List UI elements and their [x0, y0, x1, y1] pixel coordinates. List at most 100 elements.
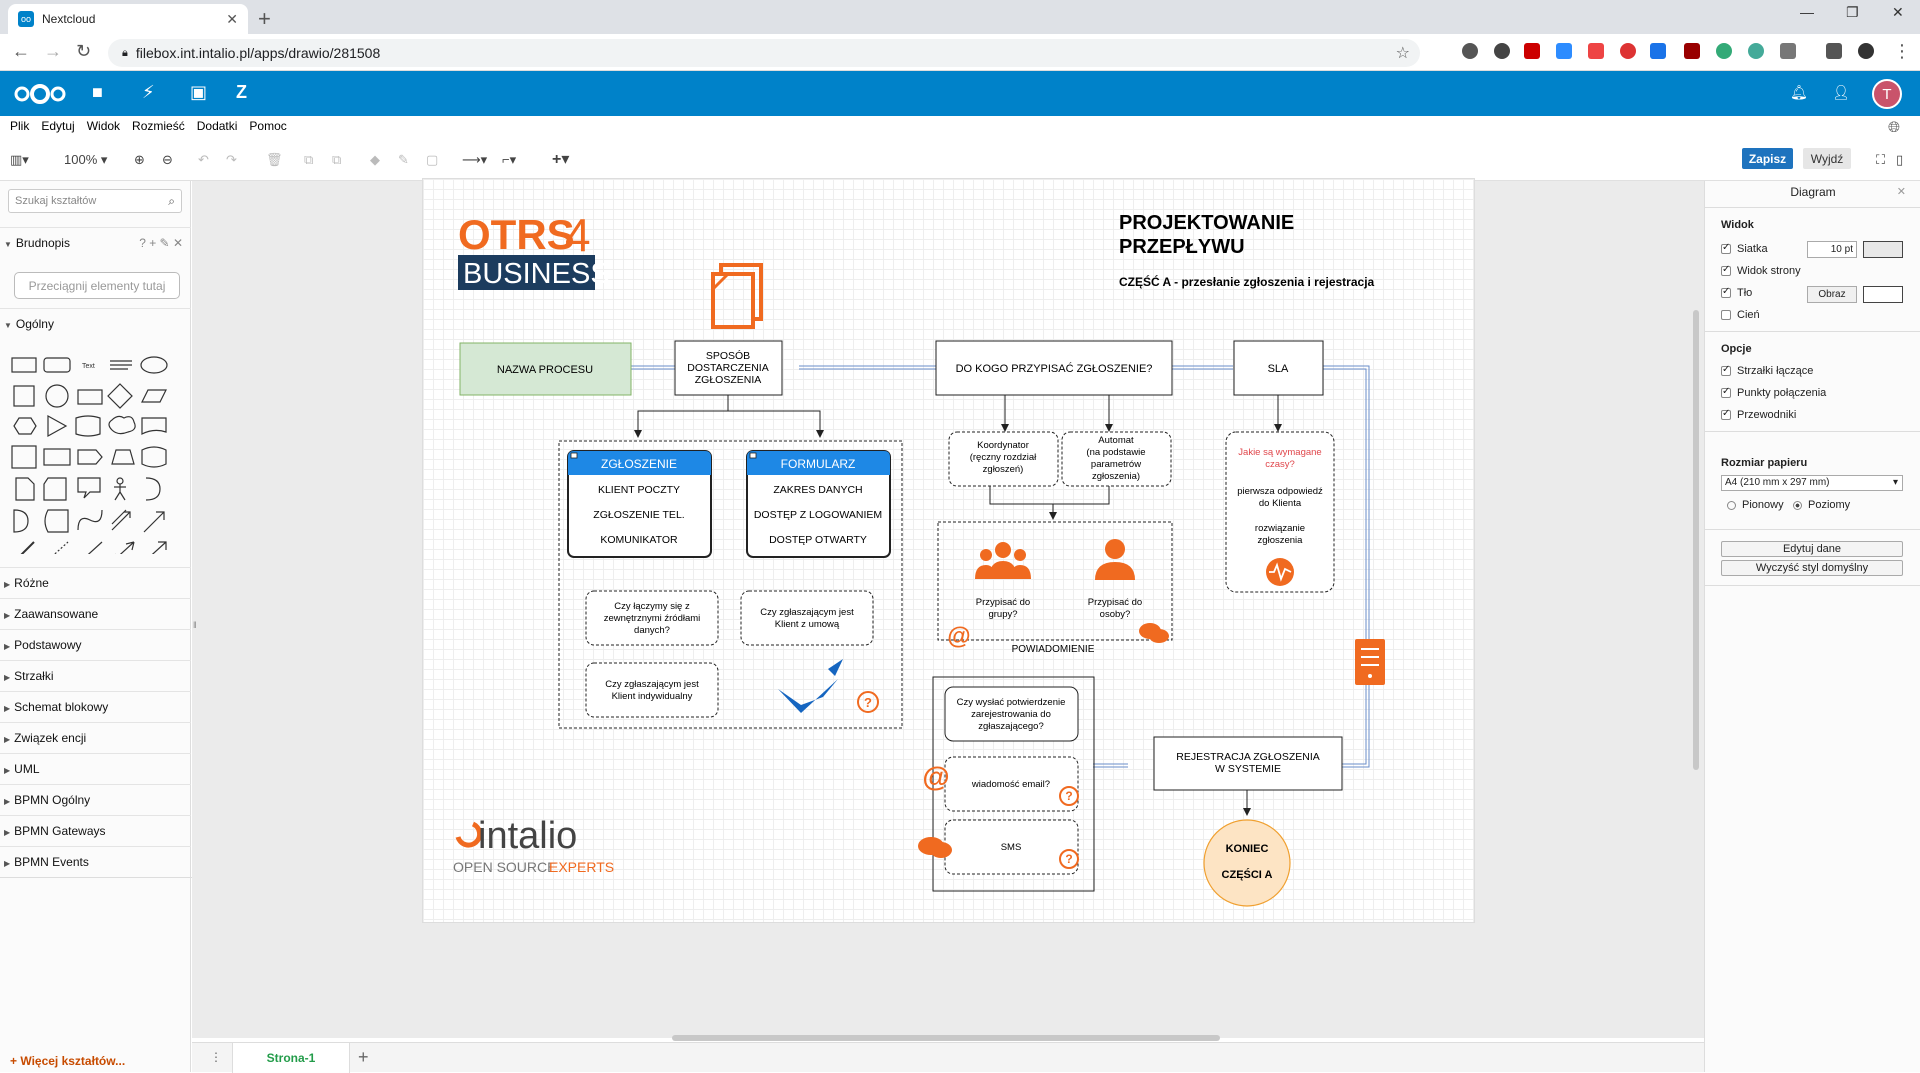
connection-points-option[interactable]: Punkty połączenia	[1721, 386, 1826, 399]
shape-circle[interactable]	[45, 384, 69, 408]
to-front-icon[interactable]: ⧉	[304, 152, 314, 167]
restore-icon[interactable]: ❐	[1846, 4, 1859, 20]
registration-box[interactable]	[1153, 736, 1343, 791]
to-back-icon[interactable]: ⧉	[332, 152, 342, 167]
shape-bidirectional-arrow[interactable]	[112, 541, 135, 554]
section-bpmn-gateways[interactable]: ▶BPMN Gateways	[0, 815, 191, 845]
bookmark-star-icon[interactable]: ☆	[1395, 45, 1410, 62]
more-shapes-button[interactable]: + Więcej kształtów...	[10, 1054, 126, 1068]
end-event-circle[interactable]	[1203, 819, 1291, 907]
shape-parallelogram[interactable]	[141, 389, 167, 403]
shape-or[interactable]	[145, 477, 161, 501]
menu-extras[interactable]: Dodatki	[196, 119, 238, 133]
grid-checkbox[interactable]	[1721, 242, 1731, 254]
page-tab-1[interactable]: Strona-1	[232, 1043, 350, 1073]
sms-option[interactable]	[944, 819, 1079, 875]
page-view-checkbox[interactable]	[1721, 264, 1731, 276]
shape-rounded-rectangle[interactable]	[43, 357, 71, 373]
shape-card[interactable]	[43, 477, 67, 501]
zoom-out-icon[interactable]: ⊖	[162, 152, 173, 167]
assign-question-box[interactable]	[935, 340, 1173, 396]
diagram-page[interactable]: OTRS 4 BUSINESS PROJEKTOWANIE PRZEPŁYWU …	[422, 178, 1475, 923]
shape-directional-arrow[interactable]	[144, 541, 167, 554]
ublock-extension-icon[interactable]	[1684, 43, 1700, 59]
edit-data-button[interactable]: Edytuj dane	[1721, 541, 1903, 557]
menu-arrange[interactable]: Rozmieść	[132, 119, 185, 133]
shape-tape[interactable]	[141, 446, 167, 468]
close-window-icon[interactable]: ✕	[1892, 4, 1904, 20]
contacts-icon[interactable]: 👤︎	[1832, 84, 1850, 100]
shape-actor[interactable]	[114, 477, 126, 501]
browser-tab[interactable]: oo Nextcloud ✕	[8, 4, 248, 34]
menu-edit[interactable]: Edytuj	[41, 119, 75, 133]
connection-style-icon[interactable]: ⟶▾	[462, 152, 488, 167]
redo-icon[interactable]: ↷	[226, 152, 237, 167]
shadow-option[interactable]: Cień	[1721, 309, 1760, 321]
landscape-radio[interactable]	[1793, 500, 1802, 510]
guides-checkbox[interactable]	[1721, 408, 1731, 420]
background-image-button[interactable]: Obraz	[1807, 286, 1857, 303]
shape-textbox[interactable]	[110, 360, 132, 370]
section-advanced[interactable]: ▶Zaawansowane	[0, 598, 191, 628]
shape-arrow[interactable]	[143, 511, 165, 533]
browser-menu-icon[interactable]: ⋮	[1893, 41, 1911, 61]
grid-size-input[interactable]: 10 pt	[1807, 241, 1857, 258]
shape-callout[interactable]	[77, 477, 101, 499]
url-bar[interactable]: 🔒︎ filebox.int.intalio.pl/apps/drawio/28…	[108, 39, 1420, 67]
guides-option[interactable]: Przewodniki	[1721, 408, 1796, 421]
shape-line[interactable]	[14, 541, 35, 554]
shape-cloud[interactable]	[108, 415, 136, 435]
shape-search-input[interactable]: Szukaj kształtów ⌕	[8, 189, 182, 213]
extensions-puzzle-icon[interactable]	[1780, 43, 1796, 59]
new-tab-icon[interactable]: +	[258, 6, 271, 31]
files-folder-icon[interactable]: ■	[92, 82, 103, 102]
section-arrows[interactable]: ▶Strzałki	[0, 660, 191, 690]
insert-plus-icon[interactable]: +▾	[552, 151, 570, 168]
delivery-method-box[interactable]	[674, 340, 783, 396]
section-basic[interactable]: ▶Podstawowy	[0, 629, 191, 659]
exit-button[interactable]: Wyjdź	[1803, 148, 1851, 169]
extension-icon[interactable]	[1650, 43, 1666, 59]
reload-icon[interactable]: ↻	[76, 41, 92, 61]
sla-times-box[interactable]	[1225, 431, 1335, 593]
landscape-option[interactable]: Poziomy	[1793, 499, 1850, 511]
contract-client-question[interactable]	[740, 590, 874, 646]
shape-document[interactable]	[141, 417, 167, 435]
portrait-option[interactable]: Pionowy	[1727, 499, 1784, 511]
gallery-icon[interactable]: ▣	[190, 82, 208, 102]
language-globe-icon[interactable]: 🌐︎	[1888, 119, 1901, 136]
shape-delay[interactable]	[13, 509, 29, 533]
portrait-radio[interactable]	[1727, 500, 1736, 510]
section-scratchpad[interactable]: ▼Brudnopis ? + ✎ ✕	[0, 227, 191, 257]
panels-toggle-icon[interactable]: ▥▾	[10, 152, 29, 167]
section-bpmn-general[interactable]: ▶BPMN Ogólny	[0, 784, 191, 814]
scratchpad-dropzone[interactable]: Przeciągnij elementy tutaj	[14, 272, 180, 299]
grid-color-picker[interactable]	[1863, 241, 1903, 258]
forward-icon[interactable]: →	[44, 41, 62, 61]
back-icon[interactable]: ←	[12, 41, 30, 61]
waypoints-icon[interactable]: ⌐▾	[502, 152, 517, 167]
shape-ellipse[interactable]	[140, 356, 168, 374]
fill-color-icon[interactable]: ◆	[370, 152, 380, 167]
undo-icon[interactable]: ↶	[198, 152, 209, 167]
shadow-checkbox[interactable]	[1721, 310, 1731, 320]
extension-icon[interactable]	[1524, 43, 1540, 59]
confirmation-question[interactable]	[944, 686, 1079, 742]
connection-arrows-option[interactable]: Strzałki łączące	[1721, 364, 1813, 377]
add-page-icon[interactable]: +	[358, 1047, 369, 1067]
shape-step[interactable]	[77, 449, 103, 465]
avatar[interactable]: T	[1872, 79, 1902, 109]
shape-thin-line[interactable]	[80, 541, 103, 554]
close-panel-icon[interactable]: ✕	[1896, 186, 1906, 198]
grid-option[interactable]: Siatka	[1721, 242, 1768, 255]
shape-curve[interactable]	[77, 509, 103, 531]
shape-note[interactable]	[15, 477, 35, 501]
vertical-scrollbar[interactable]	[1693, 310, 1699, 770]
shape-cylinder[interactable]	[75, 415, 101, 437]
extension-icon[interactable]	[1620, 43, 1636, 59]
activity-bolt-icon[interactable]: ⚡︎	[142, 82, 155, 102]
profile-icon[interactable]	[1858, 43, 1874, 59]
shape-hexagon[interactable]	[13, 417, 37, 435]
clear-default-style-button[interactable]: Wyczyść styl domyślny	[1721, 560, 1903, 576]
coordinator-option[interactable]	[948, 431, 1059, 487]
